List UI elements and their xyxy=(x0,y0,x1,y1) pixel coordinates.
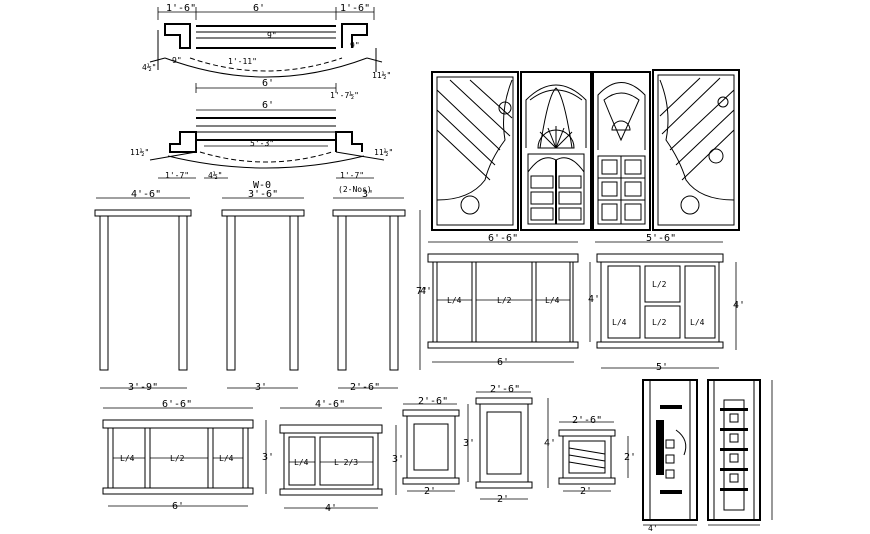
window-e-width-top: 2'-6" xyxy=(418,396,448,407)
window-e: 2'-6" 2' xyxy=(402,396,460,497)
window-b-pane-4: L/4 xyxy=(690,318,705,327)
window-c: 6'-6" L/4 L/2 L/4 3' 6' xyxy=(102,399,274,512)
door3-width: 3' xyxy=(362,189,374,200)
window-b-pane-1: L/4 xyxy=(612,318,627,327)
window-d-width-top: 4'-6" xyxy=(315,399,345,410)
dim-arch-9-right: 9" xyxy=(350,41,360,50)
dim-top-mid: 6' xyxy=(253,3,265,14)
window-b-height: 4' xyxy=(588,294,600,305)
window-a: 6'-6" L/4 L/2 L/4 6' xyxy=(427,233,579,368)
dim-arch-1-11: 1'-11" xyxy=(228,57,257,66)
ventilator: 2'-6" 2' 2' xyxy=(558,415,636,497)
note-2-nos: (2-Nos) xyxy=(338,185,372,194)
dim-arch-1-7-half: 1'-7½" xyxy=(330,90,359,100)
arch-plan-bottom: 6' 11½" 5'-3" 11½" 1'-7" 4½" 1'-7" W-0 (… xyxy=(130,100,393,194)
window-b-pane-3: L/2 xyxy=(652,318,667,327)
window-b: 5'-6" L/4 L/2 L/2 L/4 4' 4' 5' 4' xyxy=(420,233,745,373)
window-d-pane-2: L 2/3 xyxy=(334,458,358,467)
vent-width-bottom: 2' xyxy=(580,486,592,497)
dim-arch-9-left: 9" xyxy=(172,56,182,65)
door2-width: 3'-6" xyxy=(248,189,278,200)
window-d-height: 3' xyxy=(392,454,404,465)
window-b-pane-2: L/2 xyxy=(652,280,667,289)
window-d-width-bottom: 4' xyxy=(325,503,337,514)
decorative-door-panels xyxy=(431,69,740,231)
section-details: 4' xyxy=(642,379,773,533)
window-f-height: 4' xyxy=(544,438,556,449)
window-a-width-bottom: 6' xyxy=(497,357,509,368)
dim-top-right: 1'-6" xyxy=(340,3,370,14)
dim-arch2-11-right: 11½" xyxy=(374,147,393,157)
door1-width: 4'-6" xyxy=(131,189,161,200)
vent-width-top: 2'-6" xyxy=(572,415,602,426)
dim-arch2-width: 6' xyxy=(262,100,274,111)
window-c-height: 3' xyxy=(262,452,274,463)
door3-bottom: 2'-6" xyxy=(350,382,380,393)
window-d: 4'-6" L/4 L 2/3 3' 4' xyxy=(279,399,404,514)
window-a-pane-1: L/4 xyxy=(447,296,462,305)
window-c-width-bottom: 6' xyxy=(172,501,184,512)
dim-arch2-1-7-left: 1'-7" xyxy=(165,171,189,180)
dim-arch-width: 6' xyxy=(262,78,274,89)
window-f: 2'-6" 3' 4' 2' xyxy=(463,384,556,505)
window-a-pane-3: L/4 xyxy=(545,296,560,305)
window-c-width-top: 6'-6" xyxy=(162,399,192,410)
dim-arch-9-top: 9" xyxy=(267,31,277,40)
caption-w0: W-0 xyxy=(253,180,271,191)
window-c-pane-3: L/4 xyxy=(219,454,234,463)
door2-bottom: 3' xyxy=(255,382,267,393)
window-c-pane-1: L/4 xyxy=(120,454,135,463)
door-frames: 4'-6" 3'-9" 3'-6" 3' 3' 2'-6" 7' xyxy=(94,189,428,393)
dim-arch2-1-7-right: 1'-7" xyxy=(340,171,364,180)
dim-arch-4-half: 4½" xyxy=(142,62,156,72)
window-f-width-top: 2'-6" xyxy=(490,384,520,395)
dim-arch2-4-half: 4½" xyxy=(208,170,222,180)
window-e-height: 3' xyxy=(463,438,475,449)
window-a-width-top: 6'-6" xyxy=(488,233,518,244)
window-d-pane-1: L/4 xyxy=(294,458,309,467)
dim-top-left: 1'-6" xyxy=(166,3,196,14)
window-b-width-top: 5'-6" xyxy=(646,233,676,244)
dim-arch2-11-left: 11½" xyxy=(130,147,149,157)
door-height: 7' xyxy=(416,286,428,297)
section-width: 4' xyxy=(648,524,658,533)
window-b-width-bottom: 5' xyxy=(656,362,668,373)
door1-bottom: 3'-9" xyxy=(128,382,158,393)
dim-arch-11-half: 11½" xyxy=(372,70,391,80)
window-f-width-bottom: 2' xyxy=(497,494,509,505)
window-e-width-bottom: 2' xyxy=(424,486,436,497)
window-a-height: 4' xyxy=(420,286,432,297)
window-c-pane-2: L/2 xyxy=(170,454,185,463)
arch-plan-top: 1'-6" 6' 1'-6" 9" 9" 4½" 9" 1'-11" 11½" … xyxy=(142,3,391,100)
vent-height: 2' xyxy=(624,452,636,463)
dim-arch2-5-3: 5'-3" xyxy=(250,139,274,148)
window-b-height-right: 4' xyxy=(733,300,745,311)
window-a-pane-2: L/2 xyxy=(497,296,512,305)
